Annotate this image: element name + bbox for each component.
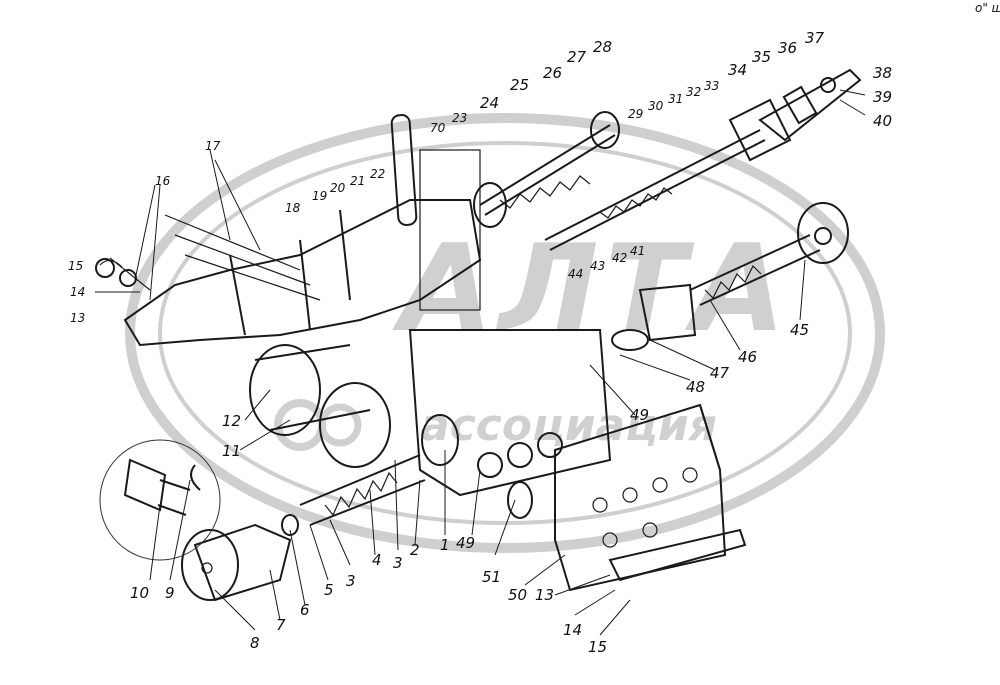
callout-43: 43 (590, 259, 605, 273)
callout-39: 39 (873, 88, 892, 106)
cylinder-housings (249, 344, 391, 468)
callout-19: 19 (312, 189, 327, 203)
bolt-10 (123, 458, 191, 516)
detail-circle (99, 439, 221, 561)
callout-22: 22 (370, 167, 385, 181)
corner-mark: о" ш (975, 1, 1000, 15)
snap-ring-9 (190, 464, 201, 491)
callout-28: 28 (593, 38, 612, 56)
callout-13-top: 13 (70, 311, 85, 325)
upper-spring-rod (473, 111, 620, 228)
callout-33: 33 (704, 79, 719, 93)
callout-labels: 1 2 3 3 4 5 6 7 8 9 10 11 12 13 13 14 14… (68, 29, 892, 656)
callout-36: 36 (778, 39, 797, 57)
watermark-ellipse-outer (125, 113, 885, 553)
callout-10: 10 (130, 584, 149, 602)
solenoid-spring-assembly (181, 454, 426, 602)
callout-14-bottom: 14 (563, 621, 582, 639)
callout-15-bottom: 15 (588, 638, 607, 656)
callout-15-top: 15 (68, 259, 83, 273)
callout-8: 8 (250, 634, 260, 652)
callout-20: 20 (330, 181, 346, 195)
bracket-38 (758, 68, 862, 142)
callout-42: 42 (612, 251, 627, 265)
callout-24: 24 (480, 94, 499, 112)
callout-21: 21 (350, 174, 365, 188)
callout-31: 31 (668, 92, 683, 106)
callout-70: 70 (430, 121, 446, 135)
watermark-ellipse-inner (158, 141, 852, 525)
callout-16: 16 (155, 174, 171, 188)
callout-32: 32 (686, 85, 701, 99)
lever-linkage-assembly (95, 114, 482, 347)
valve-body (408, 329, 747, 592)
callout-14-top: 14 (70, 285, 85, 299)
callout-13-bottom: 13 (535, 586, 554, 604)
callout-12: 12 (222, 412, 241, 430)
callout-5: 5 (324, 581, 334, 599)
callout-45: 45 (790, 321, 809, 339)
callout-30: 30 (648, 99, 664, 113)
middle-spring-rod (544, 98, 792, 251)
callout-6: 6 (300, 601, 310, 619)
callout-18: 18 (285, 201, 301, 215)
callout-23: 23 (452, 111, 467, 125)
callout-49-lower: 49 (456, 534, 475, 552)
callout-3: 3 (346, 572, 356, 590)
callout-37: 37 (805, 29, 825, 47)
callout-11: 11 (222, 442, 241, 460)
callout-34: 34 (728, 61, 747, 79)
callout-1: 1 (440, 536, 450, 554)
callout-50: 50 (508, 586, 527, 604)
callout-25: 25 (510, 76, 529, 94)
callout-40: 40 (873, 112, 892, 130)
callout-17: 17 (205, 139, 221, 153)
callout-35: 35 (752, 48, 771, 66)
callout-3b: 3 (393, 554, 403, 572)
callout-26: 26 (543, 64, 562, 82)
callout-48: 48 (686, 378, 705, 396)
callout-7: 7 (276, 616, 286, 634)
watermark-subtitle: ассоциация (420, 400, 717, 451)
callout-41: 41 (630, 244, 645, 258)
leader-lines (95, 89, 866, 636)
watermark-gear-icon (274, 399, 362, 451)
callout-49-upper: 49 (630, 406, 649, 424)
watermark: АЛТА ассоциация (125, 113, 885, 553)
watermark-title: АЛТА (392, 220, 791, 359)
callout-47: 47 (710, 364, 730, 382)
callout-27: 27 (567, 48, 587, 66)
callout-38: 38 (873, 64, 892, 82)
rod-spring-45 (611, 202, 849, 351)
callout-2: 2 (410, 541, 420, 559)
callout-44: 44 (568, 267, 583, 281)
callout-9: 9 (165, 584, 175, 602)
callout-29: 29 (628, 107, 643, 121)
callout-4: 4 (372, 551, 382, 569)
callout-46: 46 (738, 348, 757, 366)
callout-51: 51 (482, 568, 501, 586)
